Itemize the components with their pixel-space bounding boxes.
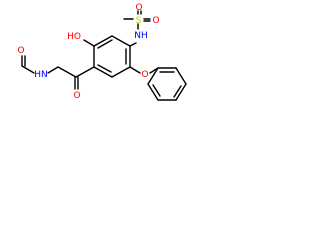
- ether-oxygen: O: [141, 70, 148, 80]
- aldehyde-oxygen: O: [17, 46, 24, 56]
- central-ring: [93, 35, 131, 78]
- phenol-ho: HO: [67, 32, 81, 42]
- sulfonyl-oxygen-right: O: [152, 16, 159, 26]
- molecule-svg: O S O NH HO O HN O O: [17, 3, 187, 101]
- sulfonamide-nh: NH: [134, 31, 148, 41]
- phenoxy-group: [129, 66, 187, 101]
- structure-diagram: O S O NH HO O HN O O: [0, 0, 192, 111]
- amide-hn: HN: [34, 70, 48, 80]
- ketone-oxygen: O: [73, 91, 80, 101]
- keto-amide-chain: [21, 55, 95, 90]
- sulfonyl-oxygen-top: O: [135, 3, 142, 13]
- phenol-bond: [83, 39, 95, 47]
- sulfur-atom: S: [136, 16, 142, 26]
- sulfonamide-group: [123, 10, 151, 47]
